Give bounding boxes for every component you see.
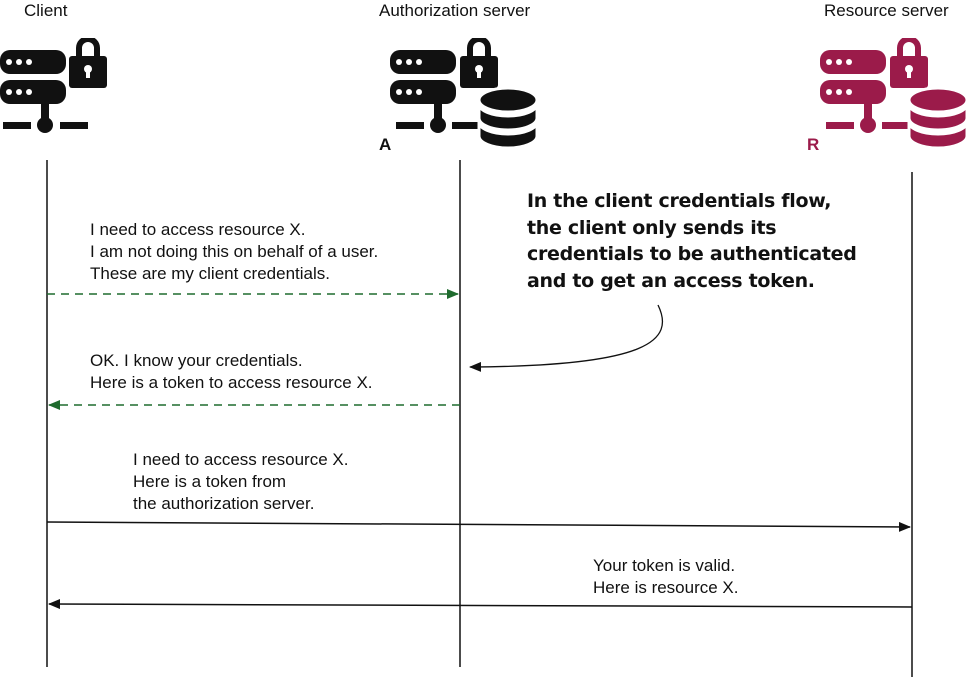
message-1-text: I need to access resource X. I am not do… bbox=[90, 219, 378, 285]
resource-database-icon bbox=[907, 86, 967, 150]
auth-server-label: Authorization server bbox=[379, 1, 531, 20]
message-3-text: I need to access resource X. Here is a t… bbox=[133, 449, 348, 515]
message-arrow-3 bbox=[46, 521, 911, 532]
message-line: These are my client credentials. bbox=[90, 264, 330, 283]
resource-server-icon bbox=[820, 38, 967, 150]
auth-server-icon bbox=[390, 38, 539, 150]
message-2-text: OK. I know your credentials. Here is a t… bbox=[90, 350, 373, 394]
auth-database-icon bbox=[477, 86, 539, 150]
client-label: Client bbox=[24, 1, 68, 20]
annotation-pointer bbox=[469, 304, 664, 372]
message-line: I need to access resource X. bbox=[90, 220, 306, 239]
message-line: Your token is valid. bbox=[593, 556, 736, 575]
message-arrow-4 bbox=[48, 599, 913, 610]
resource-server-label: Resource server bbox=[824, 1, 949, 20]
message-line: OK. I know your credentials. bbox=[90, 351, 303, 370]
message-line: the authorization server. bbox=[133, 494, 315, 513]
message-line: Here is a token to access resource X. bbox=[90, 373, 373, 392]
client-server-icon bbox=[0, 38, 107, 133]
message-line: Here is resource X. bbox=[593, 578, 739, 597]
annotation-note: In the client credentials flow, the clie… bbox=[527, 188, 857, 294]
annotation-line: credentials to be authenticated bbox=[527, 243, 857, 265]
message-line: I need to access resource X. bbox=[133, 450, 349, 469]
message-4-text: Your token is valid. Here is resource X. bbox=[593, 555, 739, 599]
message-line: Here is a token from bbox=[133, 472, 287, 491]
annotation-line: and to get an access token. bbox=[527, 269, 815, 292]
annotation-line: the client only sends its bbox=[527, 216, 777, 239]
resource-server-tag: R bbox=[807, 135, 820, 154]
message-line: I am not doing this on behalf of a user. bbox=[90, 242, 379, 261]
annotation-line: In the client credentials flow, bbox=[527, 190, 832, 212]
auth-server-tag: A bbox=[379, 135, 392, 154]
